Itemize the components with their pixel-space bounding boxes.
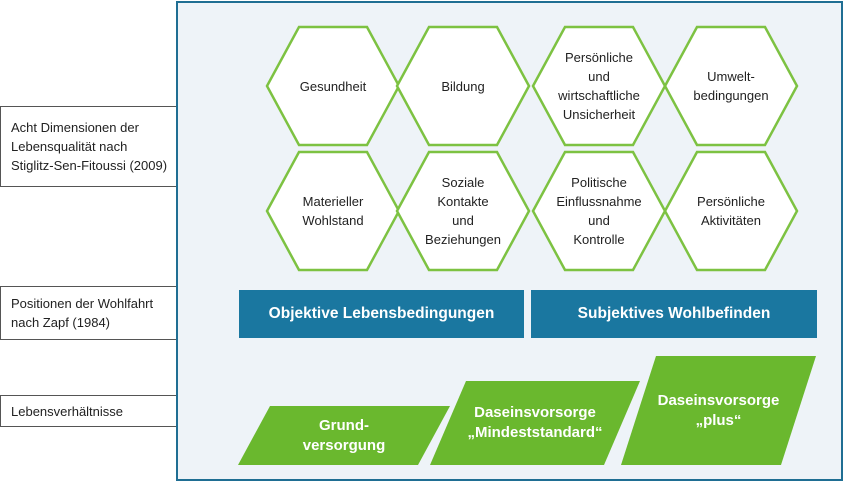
hex-label-wohlstand: Materieller Wohlstand [302,194,364,228]
label-welfare-positions-text: Positionen der Wohlfahrt nach Zapf (1984… [11,296,154,330]
parallelogram-plus [621,356,816,465]
parallelogram-mindest [430,381,640,465]
hexagon-bildung [395,25,531,147]
label-living-conditions: Lebensverhältnisse [0,395,208,427]
hex-label-unsicherheit: Persönliche und wirtschaftliche Unsicher… [558,50,640,122]
hex-label-kontakte: Soziale Kontakte und Beziehungen [425,175,501,247]
hexagon-aktivitaeten [663,150,799,272]
bar-subjective-wellbeing: Subjektives Wohlbefinden [531,290,817,338]
hex-label-einfluss: Politische Einflussnahme und Kontrolle [556,175,642,247]
hex-label-gesundheit: Gesundheit [299,78,367,94]
label-eight-dimensions: Acht Dimensionen der Lebensqualität nach… [0,106,208,187]
hex-label-aktivitaeten: Persönliche Aktivitäten [697,194,765,228]
label-eight-dimensions-text: Acht Dimensionen der Lebensqualität nach… [11,120,168,173]
label-welfare-positions: Positionen der Wohlfahrt nach Zapf (1984… [0,286,208,340]
hex-label-bildung: Bildung [441,78,485,94]
hexagon-umwelt [663,25,799,147]
label-living-conditions-text: Lebensverhältnisse [11,403,124,419]
parallelogram-grund [238,406,450,465]
hexagon-kontakte [395,150,531,272]
provision-label-mindest: Daseinsvorsorge „Mindeststandard“ [467,404,603,441]
hex-label-umwelt: Umwelt- bedingungen [693,69,769,103]
provision-label-grund: Grund- versorgung [302,416,386,454]
bar-objective-conditions: Objektive Lebensbedingungen [239,290,524,338]
provision-label-plus: Daseinsvorsorge „plus“ [657,391,780,429]
